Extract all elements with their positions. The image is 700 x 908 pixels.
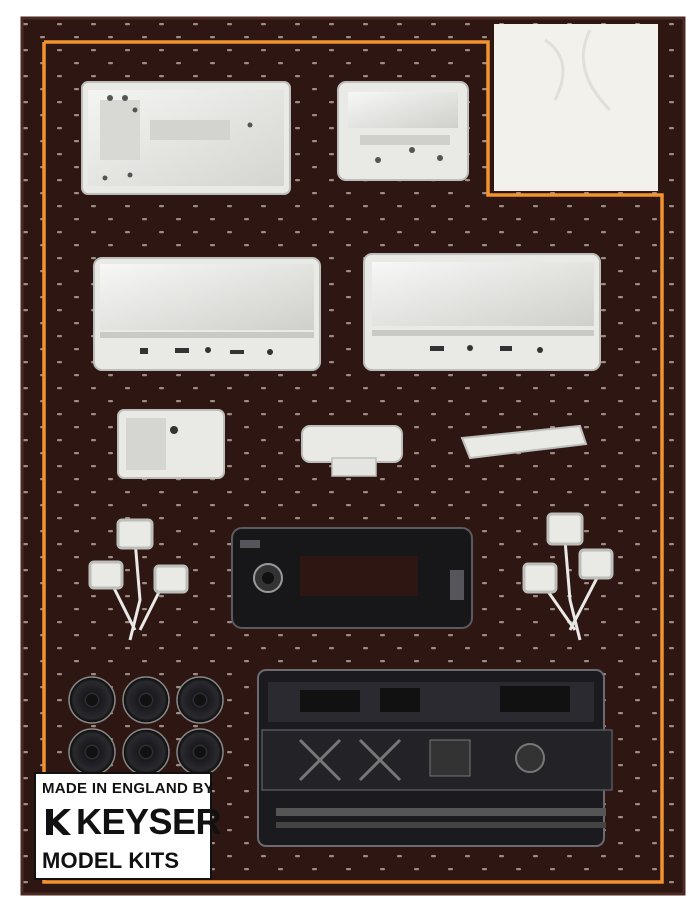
wheelsets	[68, 676, 224, 776]
keyser-k-icon	[46, 809, 71, 835]
label-window	[494, 24, 658, 191]
maker-logo: MADE IN ENGLAND BY KEYSER MODEL KITS	[34, 772, 222, 880]
detail-sprue	[257, 669, 613, 847]
casting-cab	[337, 81, 469, 181]
logo-made-in-england: MADE IN ENGLAND BY	[42, 780, 215, 797]
casting-bonnet	[301, 425, 403, 477]
casting-block	[117, 409, 225, 479]
bogie-sprue-right	[522, 512, 614, 641]
casting-tender-right	[363, 253, 601, 371]
casting-plate-top-left	[81, 81, 291, 195]
orange-frame	[42, 40, 664, 884]
casting-tender-left	[93, 257, 321, 371]
chassis-frame	[231, 527, 473, 629]
logo-model-kits: MODEL KITS	[42, 848, 180, 873]
bogie-sprue-left	[88, 518, 189, 641]
logo-brand: KEYSER	[76, 801, 222, 842]
casting-strip	[460, 424, 588, 460]
